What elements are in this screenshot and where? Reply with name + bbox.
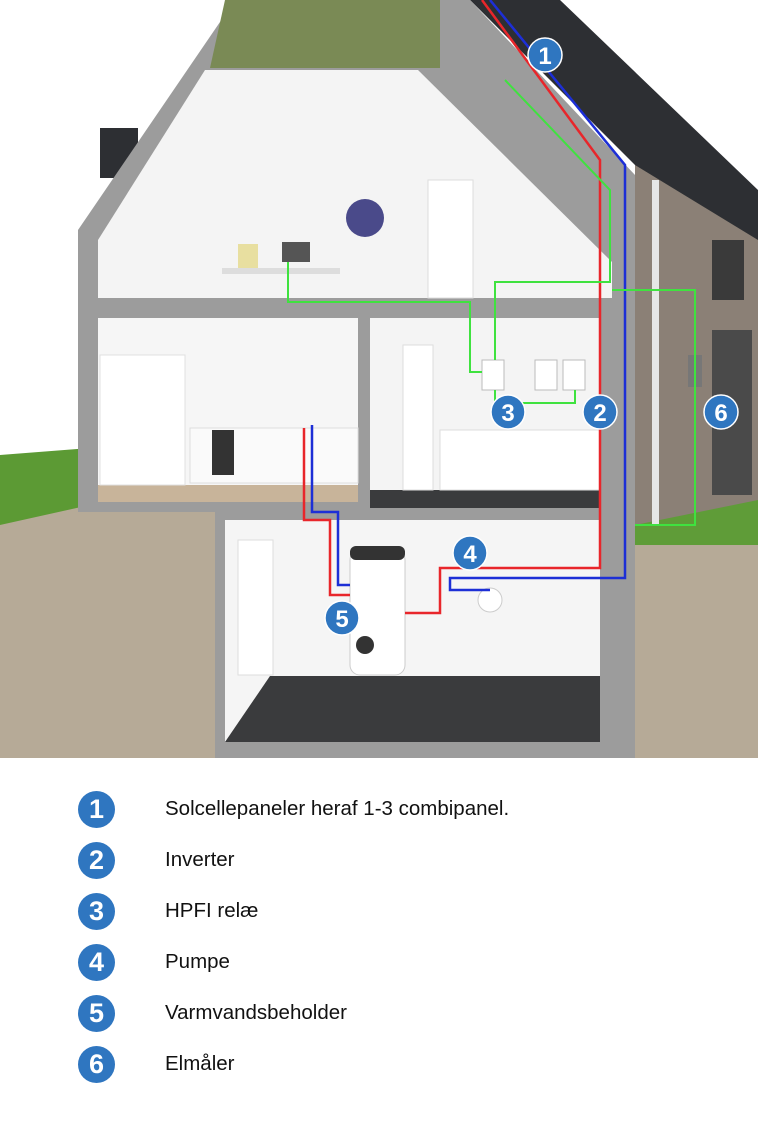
attic-room (98, 70, 612, 298)
laptop (282, 242, 310, 262)
tall-cabinet (99, 354, 186, 486)
water-heater-port (356, 636, 374, 654)
legend-badge: 3 (78, 892, 115, 930)
hot-pipe-kitchen (302, 428, 350, 597)
desk (222, 268, 340, 274)
grass-left (0, 448, 90, 525)
badge-number: 1 (538, 43, 551, 70)
legend-item: 1 Solcellepaneler heraf 1-3 combipanel. (78, 789, 509, 829)
inverter-box-a (534, 359, 558, 391)
hot-pipe (405, 0, 602, 615)
badge-number: 4 (463, 541, 477, 568)
legend-label: Pumpe (165, 950, 230, 973)
basement-door (237, 539, 274, 676)
water-heater-top (350, 546, 405, 560)
legend-item: 6 Elmåler (78, 1044, 235, 1084)
wall-clock (346, 199, 384, 237)
badge-5-water-heater: 5 (324, 600, 360, 636)
legend-badge: 6 (78, 1045, 115, 1083)
basement-floor (225, 676, 600, 742)
roof-window (210, 0, 440, 68)
legend-label: Solcellepaneler heraf 1-3 combipanel. (165, 797, 510, 820)
utility-door (402, 344, 434, 491)
utility-counter (439, 429, 601, 491)
legend-item: 5 Varmvandsbeholder (78, 993, 347, 1033)
legend-item: 2 Inverter (78, 840, 235, 880)
badge-number: 5 (335, 606, 348, 633)
chair (238, 244, 258, 268)
expansion-tank (477, 587, 503, 613)
badge-1-solar-panels: 1 (527, 37, 563, 73)
legend-label: HPFI relæ (165, 899, 259, 922)
legend-label: Varmvandsbeholder (165, 1001, 347, 1024)
badge-2-inverter: 2 (582, 394, 618, 430)
window-right (712, 240, 744, 300)
electric-line-attic (287, 262, 482, 373)
cold-pipe-kitchen (310, 425, 350, 587)
legend-label: Inverter (165, 848, 235, 871)
badge-4-pump: 4 (452, 535, 488, 571)
house-cross-section-illustration: 1 2 3 4 5 6 (0, 0, 758, 758)
inverter-box-b (562, 359, 586, 391)
badge-number: 2 (593, 400, 606, 427)
electric-line-meter (612, 289, 696, 526)
cold-pipe (448, 0, 627, 592)
oven (212, 430, 234, 475)
electric-line (494, 79, 611, 360)
legend-badge: 1 (78, 790, 115, 828)
legend-label: Elmåler (165, 1052, 235, 1075)
hpfi-box (481, 359, 505, 391)
utility-floor (370, 490, 600, 508)
drain-pipe (652, 180, 659, 525)
badge-3-hpfi-relay: 3 (490, 394, 526, 430)
electric-line-relay (494, 390, 576, 404)
legend-badge: 5 (78, 994, 115, 1032)
badge-number: 6 (714, 400, 727, 427)
legend-badge: 4 (78, 943, 115, 981)
legend-item: 3 HPFI relæ (78, 891, 258, 931)
legend-badge: 2 (78, 841, 115, 879)
kitchen-floor (98, 485, 358, 502)
badge-number: 3 (501, 400, 514, 427)
badge-6-electric-meter: 6 (703, 394, 739, 430)
attic-door (427, 179, 474, 299)
legend-item: 4 Pumpe (78, 942, 230, 982)
